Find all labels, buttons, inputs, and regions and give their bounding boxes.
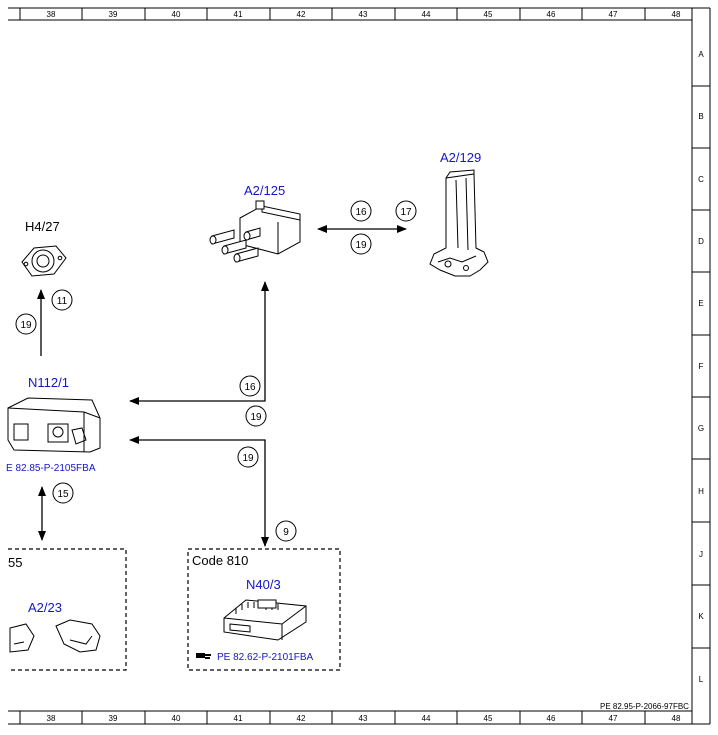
n40-3-doc-ref[interactable]: PE 82.62-P-2101FBA [217,652,313,663]
col-label-48: 48 [672,10,681,19]
a2-23-mirror-icon [9,619,101,653]
conn-16-mid: 16 [239,375,261,397]
row-label-f: F [699,362,704,371]
col-label-45-bottom: 45 [484,714,493,723]
h4-27-speaker-icon [21,245,67,277]
row-label-e: E [698,299,703,308]
row-label-b: B [698,112,703,121]
col-label-43: 43 [359,10,368,19]
col-label-48-bottom: 48 [672,714,681,723]
svg-text:11: 11 [57,296,68,307]
col-label-47: 47 [609,10,618,19]
col-label-38: 38 [47,10,56,19]
row-label-d: D [698,237,704,246]
row-labels: A B C D E F G H J K L [698,50,704,684]
row-label-h: H [698,487,704,496]
svg-text:16: 16 [355,207,367,218]
drawing-frame [8,7,711,725]
svg-text:19: 19 [242,453,254,464]
col-label-43-bottom: 43 [359,714,368,723]
conn-19-top: 19 [350,233,372,255]
col-label-47-bottom: 47 [609,714,618,723]
n112-1-unit-icon [7,397,101,453]
col-label-38-bottom: 38 [47,714,56,723]
svg-text:16: 16 [244,382,256,393]
column-labels-top: 38 39 40 41 42 43 44 45 46 47 48 [47,10,681,19]
a2-23-box [8,548,127,671]
column-labels-bottom: 38 39 40 41 42 43 44 45 46 47 48 [47,714,681,723]
n112-1-doc-ref[interactable]: E 82.85-P-2105FBA [6,463,96,474]
left-box-title: 55 [8,555,22,570]
a2-125-module-icon [209,200,301,263]
n112-1-label: N112/1 [28,375,69,390]
col-label-41-bottom: 41 [234,714,243,723]
row-label-a: A [698,50,704,59]
n40-3-label: N40/3 [246,577,281,592]
n112-1-a2-125-line [129,281,269,405]
row-label-k: K [698,612,704,621]
col-label-44-bottom: 44 [422,714,431,723]
conn-17: 17 [395,200,417,222]
col-label-44: 44 [422,10,431,19]
row-ticks [692,85,710,649]
conn-11: 11 [51,289,73,311]
col-label-42: 42 [297,10,306,19]
code-810-box [187,548,341,671]
col-label-45: 45 [484,10,493,19]
col-label-41: 41 [234,10,243,19]
conn-9: 9 [275,520,297,542]
svg-text:19: 19 [250,412,262,423]
col-label-39: 39 [109,10,118,19]
col-label-42-bottom: 42 [297,714,306,723]
conn-16-top: 16 [350,200,372,222]
col-label-46: 46 [547,10,556,19]
a2-23-label: A2/23 [28,600,62,615]
conn-15: 15 [52,482,74,504]
col-label-39-bottom: 39 [109,714,118,723]
conn-19-mid: 19 [245,405,267,427]
col-label-46-bottom: 46 [547,714,556,723]
svg-text:15: 15 [57,489,69,500]
col-label-40: 40 [172,10,181,19]
conn-19-h4: 19 [15,313,37,335]
row-label-c: C [698,175,704,184]
svg-text:9: 9 [283,527,289,538]
svg-text:19: 19 [20,320,32,331]
svg-text:17: 17 [400,207,412,218]
column-ticks [19,8,646,724]
a2-129-label: A2/129 [440,150,481,165]
footer-doc-ref: PE 82.95-P-2066-97FBC [600,702,689,711]
n112-1-n40-3-line [129,436,269,547]
a2-125-label: A2/125 [244,183,285,198]
row-label-l: L [699,675,704,684]
row-label-g: G [698,424,704,433]
a2-129-sensor-icon [429,169,489,277]
svg-text:19: 19 [355,240,367,251]
n40-3-unit-icon [223,599,307,641]
row-label-j: J [699,550,703,559]
col-label-40-bottom: 40 [172,714,181,723]
conn-19-low: 19 [237,446,259,468]
n40-3-doc-ref-row[interactable]: PE 82.62-P-2101FBA [196,652,313,663]
h4-27-label: H4/27 [25,219,60,234]
hand-pointer-icon [196,653,211,659]
code-810-title: Code 810 [192,553,248,568]
